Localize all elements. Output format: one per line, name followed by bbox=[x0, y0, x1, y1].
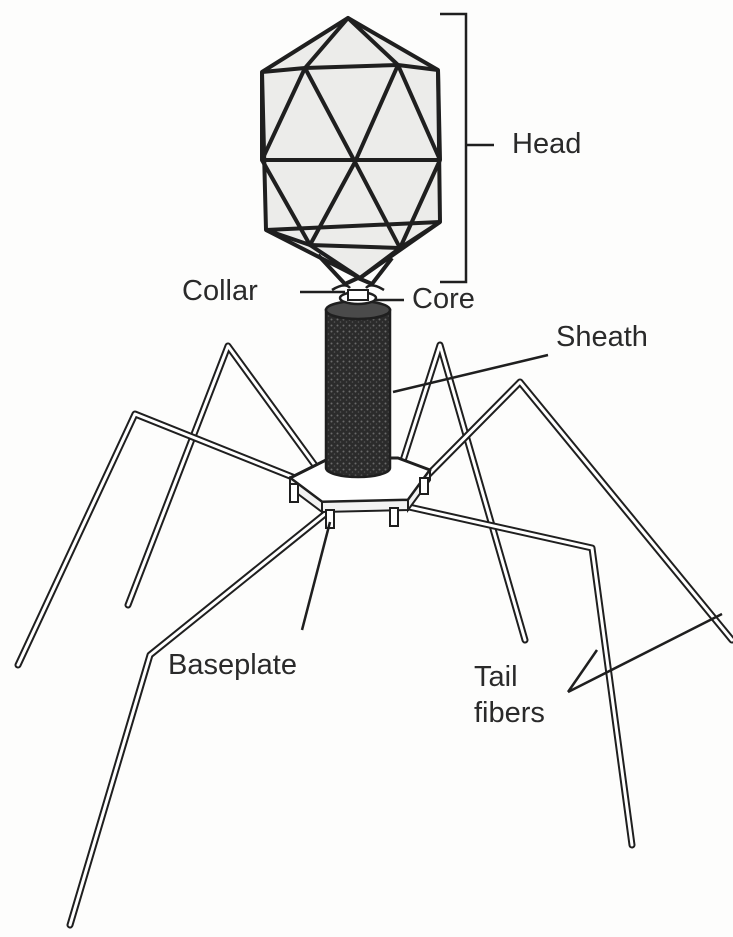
label-baseplate: Baseplate bbox=[168, 650, 297, 682]
sheath bbox=[326, 301, 390, 477]
label-sheath: Sheath bbox=[556, 322, 648, 354]
tail-fiber-right bbox=[425, 382, 732, 640]
head-bracket bbox=[440, 14, 494, 282]
label-core: Core bbox=[412, 284, 475, 316]
label-tail-fibers-line2: fibers bbox=[474, 698, 584, 730]
label-tail-fibers: Tail fibers bbox=[474, 662, 584, 730]
label-collar: Collar bbox=[182, 276, 258, 308]
capsid-head bbox=[262, 18, 440, 284]
tail-fibers-leader-right bbox=[568, 614, 722, 692]
baseplate-leader bbox=[302, 522, 330, 630]
tail-fiber-front-left bbox=[70, 510, 330, 925]
label-head: Head bbox=[512, 129, 581, 161]
tail-fiber-left bbox=[18, 414, 305, 665]
label-tail-fibers-line1: Tail bbox=[474, 662, 584, 694]
